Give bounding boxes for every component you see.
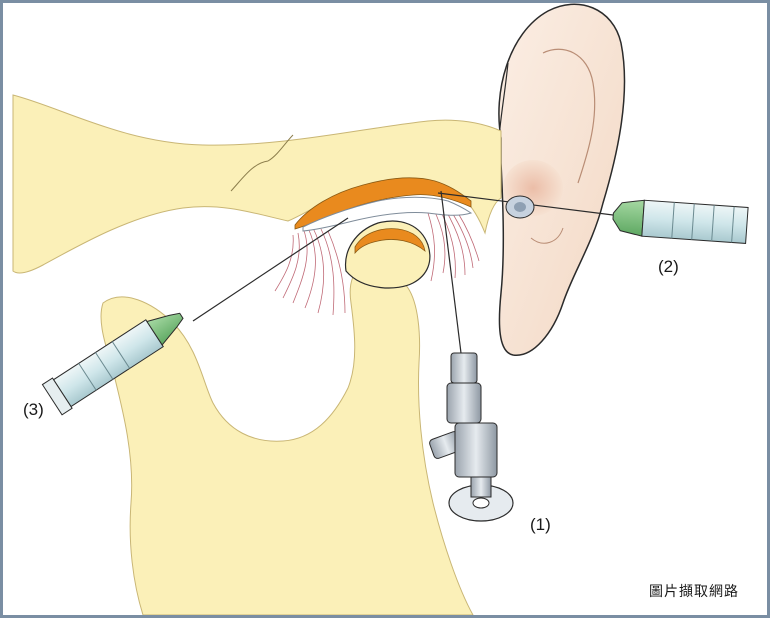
arthroscope-1 (429, 190, 514, 522)
image-source-caption: 圖片擷取網路 (649, 584, 739, 600)
syringe-2 (437, 192, 749, 244)
mandibular-condyle (344, 220, 431, 289)
label-needle-2: (2) (658, 257, 679, 276)
ear (498, 3, 626, 356)
label-needle-1: (1) (530, 515, 551, 534)
tmj-illustration (12, 3, 749, 615)
articular-disc (294, 177, 473, 232)
mandible (100, 262, 474, 615)
label-needle-3: (3) (23, 400, 44, 419)
syringe-3 (41, 217, 349, 416)
